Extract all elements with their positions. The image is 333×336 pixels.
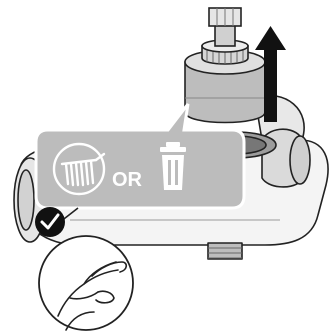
or-label: OR xyxy=(112,169,143,191)
trash-bin-icon xyxy=(160,142,186,190)
